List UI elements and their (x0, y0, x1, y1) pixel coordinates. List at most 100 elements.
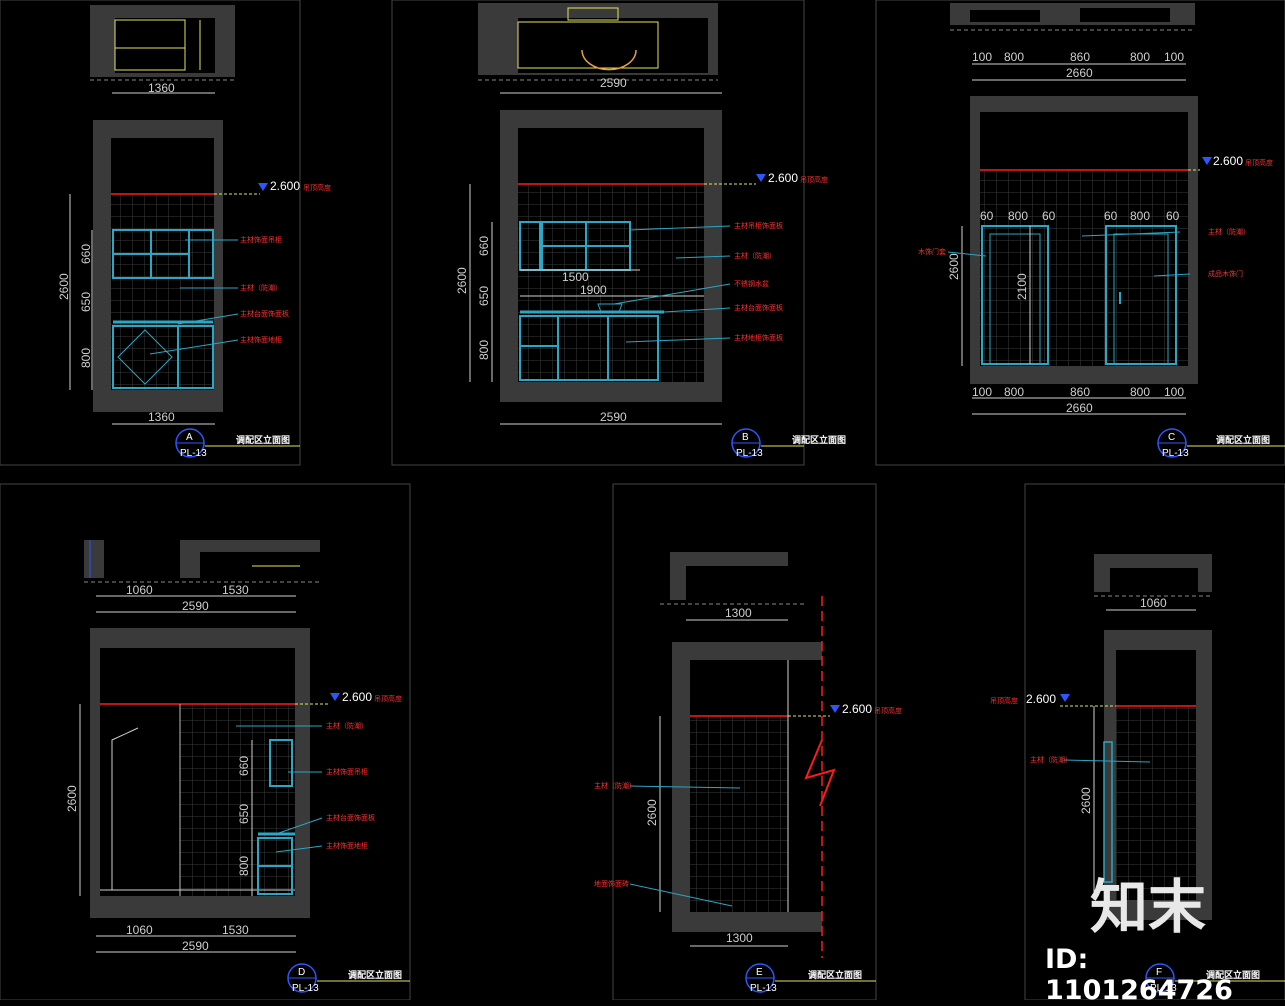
dim-counter-width-b: 1900 (580, 283, 607, 297)
view-tag-b: B PL-13 调配区立面图 (731, 428, 846, 459)
view-title-a: 调配区立面图 (236, 434, 290, 445)
dim-height-upper-d: 660 (237, 756, 251, 776)
plan-view-b (478, 3, 718, 81)
dim-top-c-4: 800 (1130, 50, 1150, 64)
note-b-2: 主材（防潮） (734, 251, 776, 260)
dim-total-height-d: 2600 (65, 785, 79, 812)
view-tag-e: E PL-13 调配区立面图 (745, 963, 876, 994)
dim-bottom-c-1: 100 (972, 385, 992, 399)
level-value-c: 2.600 (1213, 154, 1243, 168)
svg-text:PL-13: PL-13 (292, 983, 319, 994)
dim-bottom-total-d: 2590 (182, 939, 209, 953)
dim-bottom-c-5: 100 (1164, 385, 1184, 399)
level-value-b: 2.600 (768, 171, 798, 185)
tile-area-b (518, 184, 704, 382)
svg-text:A: A (186, 432, 193, 443)
tile-area-d (180, 704, 295, 896)
level-note-c: 吊顶高度 (1245, 158, 1273, 167)
svg-text:B: B (742, 432, 749, 443)
svg-text:PL-13: PL-13 (180, 448, 207, 459)
level-marker-icon (258, 183, 268, 191)
dim-bottom-width-a: 1360 (148, 410, 175, 424)
dim-door-c-4: 60 (1104, 209, 1118, 223)
svg-text:PL-13: PL-13 (750, 983, 777, 994)
plan-view-d (84, 540, 320, 583)
note-f-1: 主材（防潮） (1030, 755, 1072, 764)
dim-door-height-c: 2100 (1015, 273, 1029, 300)
plan-view-e (660, 552, 806, 605)
note-c-3: 成品木饰门 (1208, 269, 1243, 278)
dim-top-c-1: 100 (972, 50, 992, 64)
note-e-1: 主材（防潮） (594, 781, 636, 790)
note-c-1: 木饰门套 (918, 247, 946, 256)
dim-plan-width-a: 1360 (148, 81, 175, 95)
tile-area-a (111, 194, 214, 390)
svg-text:E: E (756, 967, 763, 978)
dim-height-upper-b: 660 (477, 236, 491, 256)
dim-total-height-a: 2600 (57, 273, 71, 300)
elevation-c: 100 800 860 800 100 2660 2.600 吊顶高度 60 8… (918, 3, 1285, 459)
tile-area-f (1116, 706, 1196, 900)
note-d-3: 主材台面饰面板 (326, 813, 375, 822)
dim-total-height-f: 2600 (1079, 787, 1093, 814)
dim-height-middle-d: 650 (237, 804, 251, 824)
note-a-1: 主材饰面吊柜 (240, 235, 282, 244)
wall-cabinet-a (112, 229, 214, 279)
note-d-4: 主材饰面地柜 (326, 841, 368, 850)
level-note-a: 吊顶高度 (303, 183, 331, 192)
level-marker-icon (330, 693, 340, 701)
svg-text:PL-13: PL-13 (1150, 983, 1177, 994)
dim-plan-width-e: 1300 (725, 606, 752, 620)
dim-plan-width-f: 1060 (1140, 596, 1167, 610)
level-value-d: 2.600 (342, 690, 372, 704)
note-b-4: 主材台面饰面板 (734, 303, 783, 312)
dim-bottom-d-2: 1530 (222, 923, 249, 937)
dim-top-total-c: 2660 (1066, 66, 1093, 80)
base-cabinet-d (257, 837, 293, 895)
dim-door-c-1: 60 (980, 209, 994, 223)
dim-height-middle-a: 650 (79, 292, 93, 312)
svg-text:PL-13: PL-13 (1162, 448, 1189, 459)
dim-height-lower-d: 800 (237, 856, 251, 876)
elevation-a: 1360 2.600 吊顶高度 2600 660 650 800 (57, 5, 331, 459)
dim-height-lower-b: 800 (477, 340, 491, 360)
base-cabinet-a (112, 325, 214, 389)
note-d-2: 主材饰面吊柜 (326, 767, 368, 776)
dim-height-middle-b: 650 (477, 286, 491, 306)
dim-top-c-5: 100 (1164, 50, 1184, 64)
level-value-a: 2.600 (270, 179, 300, 193)
level-note-f: 吊顶高度 (990, 696, 1018, 705)
level-marker-icon (830, 705, 840, 713)
elevation-e: 1300 2.600 吊顶高度 2600 主材（防潮） 地面饰面砖 1300 E… (594, 552, 902, 994)
note-d-1: 主材（防潮） (326, 721, 368, 730)
watermark-brand: 知末 (1090, 873, 1207, 941)
dim-door-c-5: 800 (1130, 209, 1150, 223)
dim-bottom-total-c: 2660 (1066, 401, 1093, 415)
dim-bottom-width-e: 1300 (726, 931, 753, 945)
dim-plan-width-b: 2590 (600, 76, 627, 90)
dim-bottom-c-2: 800 (1004, 385, 1024, 399)
note-e-2: 地面饰面砖 (594, 879, 629, 888)
note-b-5: 主材地柜饰面板 (734, 333, 783, 342)
svg-text:D: D (298, 967, 305, 978)
dim-total-height-c: 2600 (947, 253, 961, 280)
wall-cabinet-d (269, 739, 293, 787)
view-tag-d: D PL-13 调配区立面图 (287, 963, 410, 994)
dim-top-c-2: 800 (1004, 50, 1024, 64)
level-note-d: 吊顶高度 (374, 694, 402, 703)
view-title-c: 调配区立面图 (1216, 434, 1270, 445)
dim-total-height-b: 2600 (455, 267, 469, 294)
view-title-b: 调配区立面图 (792, 434, 846, 445)
dim-bottom-width-b: 2590 (600, 410, 627, 424)
level-value-e: 2.600 (842, 702, 872, 716)
door-left-c (981, 225, 1049, 365)
svg-text:F: F (1156, 967, 1162, 978)
elevation-f: 1060 2.600 吊顶高度 2600 主材（防潮） F PL-13 调配区立… (990, 554, 1285, 994)
note-a-4: 主材饰面地柜 (240, 335, 282, 344)
level-value-f: 2.600 (1026, 692, 1056, 706)
plan-view-f (1094, 554, 1212, 597)
level-marker-icon (756, 174, 766, 182)
dim-height-upper-a: 660 (79, 244, 93, 264)
dim-bottom-d-1: 1060 (126, 923, 153, 937)
